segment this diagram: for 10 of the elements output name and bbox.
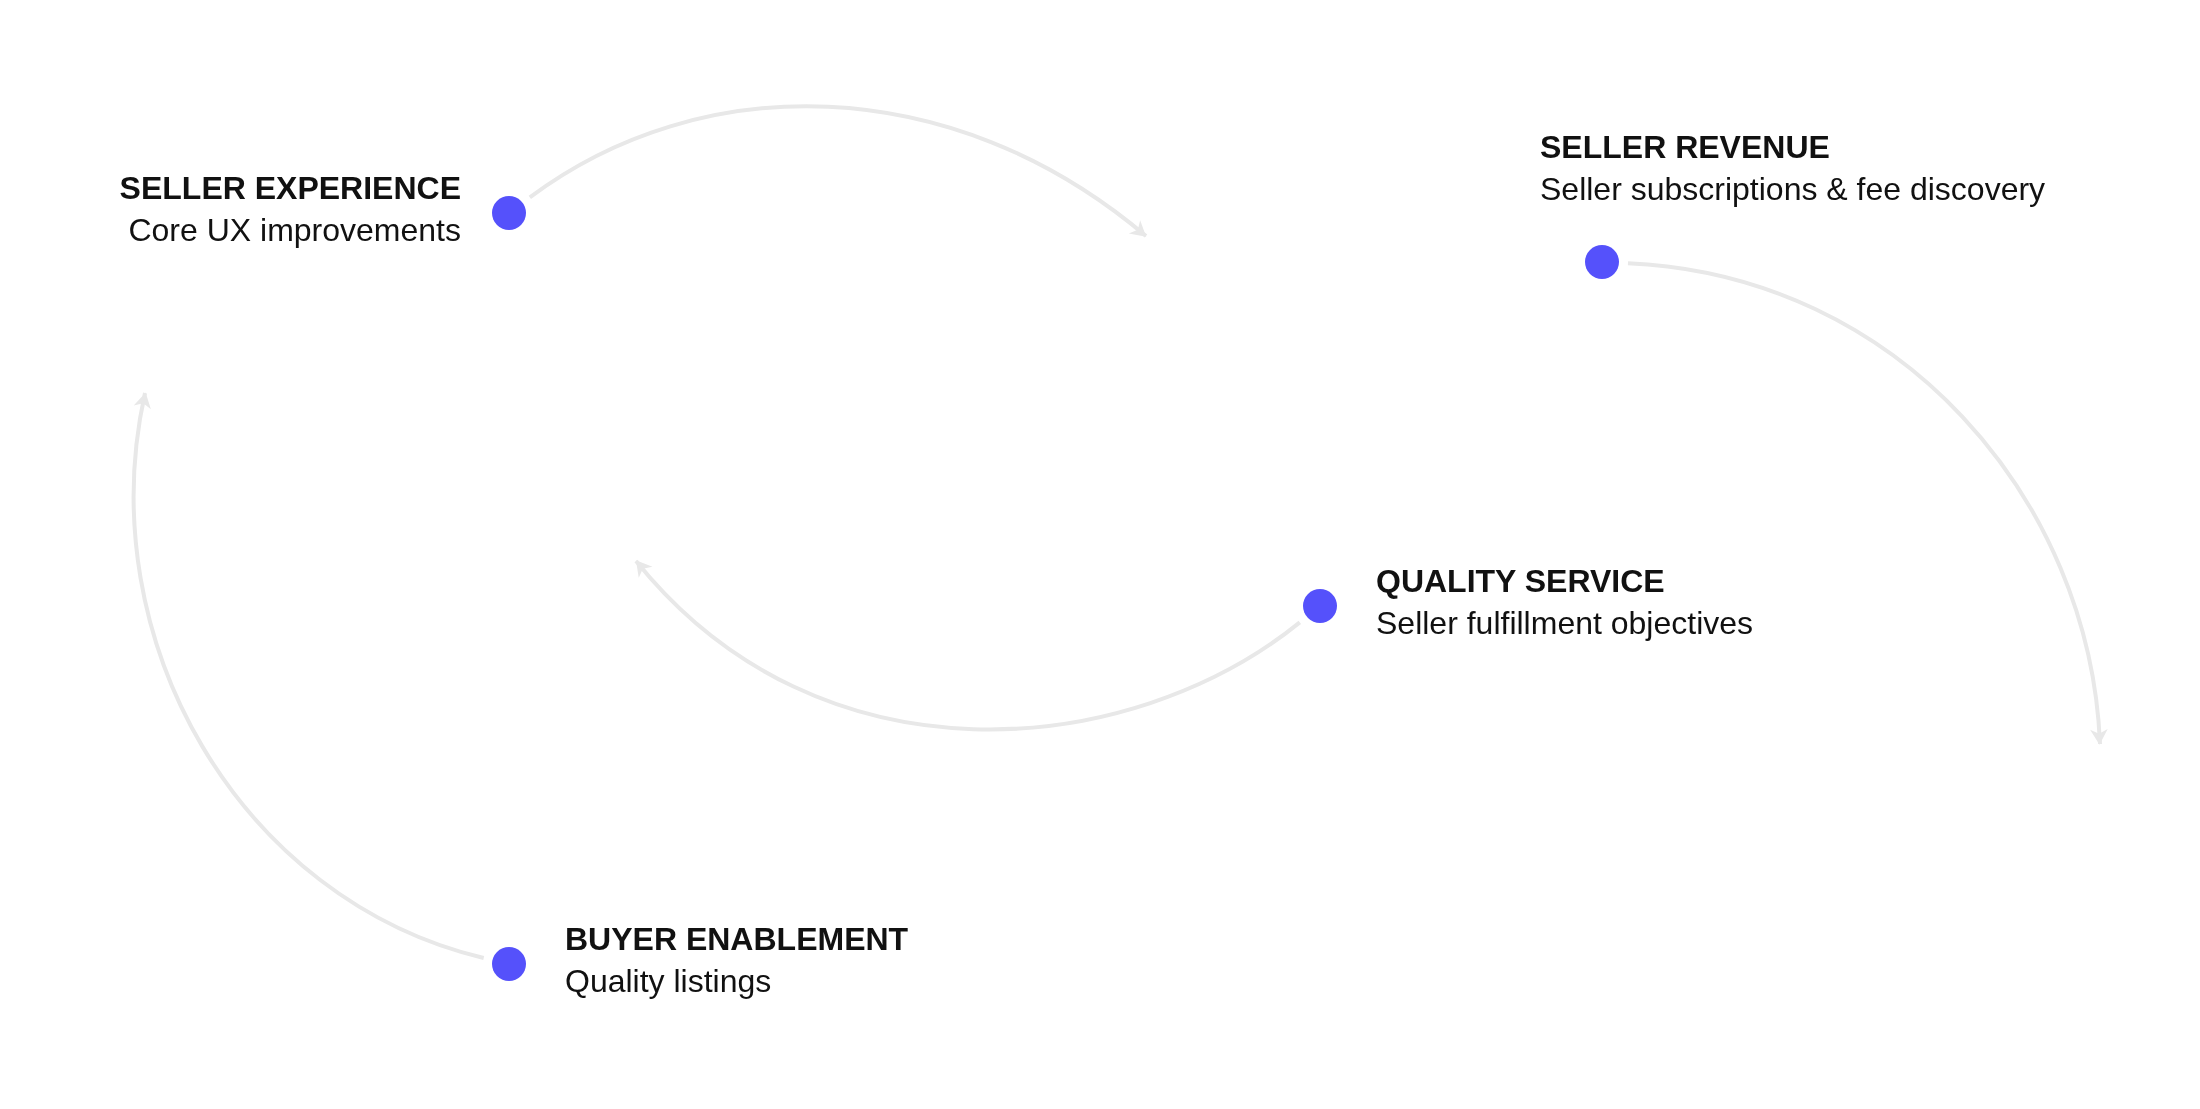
node-heading: SELLER REVENUE [1540,128,1830,167]
node-description: Quality listings [565,962,772,1001]
curved-arrow [1627,261,2107,745]
curved-arrow [132,392,485,960]
node-description: Core UX improvements [128,211,461,250]
node-description: Seller subscriptions & fee discovery [1540,170,2046,209]
node-heading: BUYER ENABLEMENT [565,920,909,959]
node-heading: QUALITY SERVICE [1376,562,1665,601]
node-heading: SELLER EXPERIENCE [119,169,461,208]
node-description: Seller fulfillment objectives [1376,604,1754,643]
